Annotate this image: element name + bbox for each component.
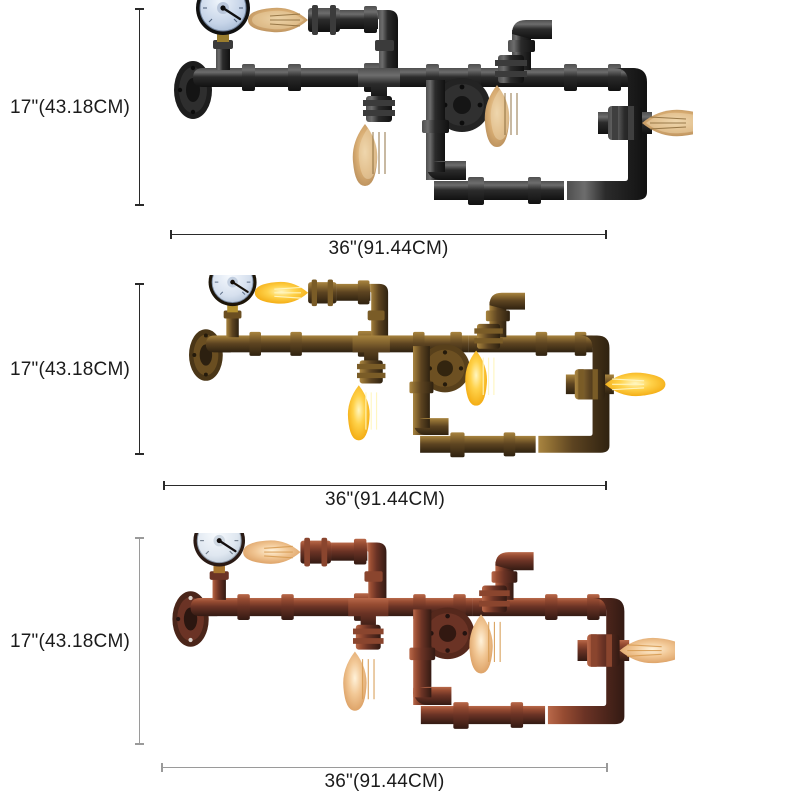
edison-bulb-right-upper (469, 585, 510, 674)
pressure-gauge (196, 0, 250, 35)
lamp-illustration-bronze (162, 275, 672, 475)
edison-bulb-top-left (243, 537, 332, 567)
edison-bulb-right-upper (465, 323, 503, 406)
edison-bulb-center (352, 68, 400, 186)
edison-bulb-far-right (619, 637, 675, 664)
height-dimension: 17"(43.18CM) (10, 283, 145, 455)
wall-flange-right (434, 78, 490, 132)
height-dimension-line (135, 537, 145, 745)
pressure-gauge (208, 275, 257, 307)
height-dimension-label: 17"(43.18CM) (10, 358, 131, 380)
height-dimension-label: 17"(43.18CM) (10, 96, 131, 118)
height-dimension-line (135, 8, 145, 206)
edison-bulb-center (347, 335, 390, 441)
lamp-illustration-rust (160, 533, 675, 748)
width-dimension-label: 36"(91.44CM) (324, 771, 445, 792)
height-dimension: 17"(43.18CM) (10, 8, 145, 206)
height-dimension-line (135, 283, 145, 455)
product-variant-panel: 17"(43.18CM) (0, 270, 800, 520)
product-variant-panel: 17"(43.18CM) (0, 525, 800, 800)
width-dimension-line (170, 230, 607, 239)
height-dimension: 17"(43.18CM) (10, 537, 145, 745)
width-dimension: 36"(91.44CM) (170, 230, 607, 260)
width-dimension-label: 36"(91.44CM) (324, 489, 446, 510)
width-dimension: 36"(91.44CM) (163, 481, 607, 511)
wall-flange-right (420, 607, 475, 660)
lamp-illustration-black (168, 0, 693, 225)
width-dimension-label: 36"(91.44CM) (328, 238, 449, 259)
edison-bulb-right-upper (484, 55, 527, 147)
width-dimension-line (163, 481, 607, 490)
edison-bulb-center (343, 597, 389, 711)
height-dimension-label: 17"(43.18CM) (10, 630, 131, 652)
edison-bulb-top-left (248, 5, 340, 35)
edison-bulb-far-right (642, 109, 693, 137)
width-dimension: 36"(91.44CM) (161, 763, 608, 793)
edison-bulb-top-left (254, 279, 337, 307)
edison-bulb-far-right (605, 372, 666, 397)
width-dimension-line (161, 763, 608, 772)
pressure-gauge (193, 533, 246, 567)
product-variant-panel: 17"(43.18CM) (0, 0, 800, 265)
